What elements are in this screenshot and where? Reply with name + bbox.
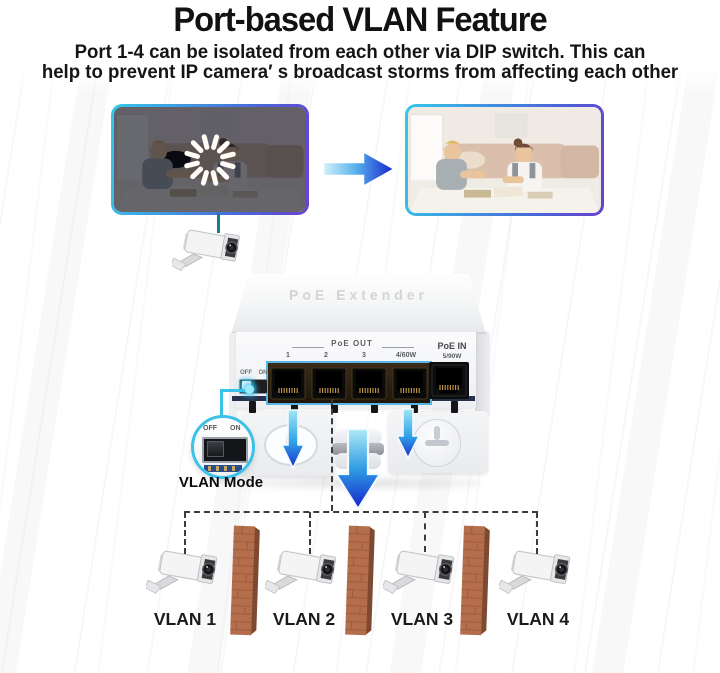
subtitle-line-2: help to prevent IP camera′ s broadcast s… — [41, 61, 679, 83]
callout-pcb — [204, 465, 242, 472]
rj45-port-poe-in — [429, 362, 469, 399]
port-latch — [371, 401, 378, 413]
rj45-port-3 — [351, 367, 387, 399]
isolation-wall — [345, 525, 375, 636]
port-latch — [411, 401, 418, 413]
vlan-dip-callout: OFF ON — [191, 415, 255, 479]
callout-dip-switch — [202, 437, 248, 463]
device-left-edge — [229, 333, 237, 429]
down-arrow-icon — [395, 408, 421, 460]
callout-on-label: ON — [230, 425, 241, 432]
device-right-flange — [475, 331, 490, 417]
isolation-wall — [460, 525, 490, 636]
dashed-line-drop-vlan4 — [536, 512, 538, 554]
rj45-port-1 — [270, 367, 306, 399]
poe-in-power-label: 5/90W — [442, 353, 462, 360]
vlan-4-label: VLAN 4 — [506, 609, 570, 629]
poe-out-bracket-left — [292, 347, 324, 348]
after-photo-clear — [405, 104, 604, 216]
dip-off-label: OFF — [240, 370, 252, 376]
page-subtitle: Port 1-4 can be isolated from each other… — [7, 43, 713, 82]
vlan-mode-label: VLAN Mode — [178, 474, 264, 491]
rj45-port-5 — [431, 364, 467, 397]
after-photo-scene — [408, 107, 601, 213]
cctv-camera-icon — [265, 550, 337, 595]
down-arrow-icon — [280, 409, 306, 470]
device-name-embossed: PoE Extender — [288, 287, 429, 303]
mount-knob — [413, 419, 461, 467]
callout-dip-knob — [207, 441, 224, 457]
port-latch — [331, 401, 338, 413]
vlan-3-label: VLAN 3 — [390, 609, 454, 629]
port-1-label: 1 — [286, 352, 290, 359]
callout-line-horizontal — [220, 389, 253, 392]
cctv-camera-icon — [499, 550, 571, 595]
poe-out-label: PoE OUT — [331, 339, 373, 348]
vlan-1-label: VLAN 1 — [153, 609, 217, 629]
dashed-line-drop-vlan3 — [424, 512, 426, 552]
dashed-line-drop-vlan1 — [184, 512, 186, 554]
cctv-camera-icon — [146, 550, 218, 595]
down-arrow-icon-large — [334, 428, 382, 512]
vlan-2-label: VLAN 2 — [272, 609, 336, 629]
port-3-label: 3 — [362, 352, 366, 359]
dip-on-label: ON — [258, 370, 268, 376]
before-photo-scene — [114, 107, 306, 212]
page-title: Port-based VLAN Feature — [173, 1, 547, 39]
poe-out-ports-group-highlight — [266, 361, 432, 405]
port-2-label: 2 — [324, 352, 328, 359]
port-latch — [249, 401, 256, 413]
cctv-camera-icon — [383, 550, 455, 595]
cctv-camera-icon — [172, 229, 240, 272]
poe-in-label: PoE IN — [437, 341, 467, 351]
callout-line-vertical — [220, 391, 223, 418]
before-photo-buffering — [111, 104, 309, 215]
dashed-line-bus — [184, 511, 538, 513]
callout-off-label: OFF — [203, 425, 217, 432]
dashed-line-device-drop — [331, 399, 333, 511]
port-latch — [291, 401, 298, 413]
port-latch — [451, 401, 458, 413]
callout-highlight-dot — [245, 385, 254, 394]
isolation-wall — [230, 525, 260, 636]
loading-spinner-icon — [184, 133, 236, 186]
right-arrow-icon — [321, 148, 398, 190]
subtitle-line-1: Port 1-4 can be isolated from each other… — [74, 42, 646, 63]
dashed-line-drop-vlan2 — [309, 512, 311, 554]
dark-no-signal-overlay — [114, 107, 306, 212]
kids-homework-scene — [409, 107, 599, 213]
camera-to-photo-line — [217, 213, 220, 233]
rj45-port-2 — [311, 367, 347, 399]
poe-out-bracket-right — [382, 347, 414, 348]
device-lid: PoE Extender — [231, 274, 486, 334]
background-top-fade — [0, 0, 720, 95]
rj45-port-4 — [392, 367, 428, 399]
port-4-label: 4/60W — [395, 352, 417, 359]
